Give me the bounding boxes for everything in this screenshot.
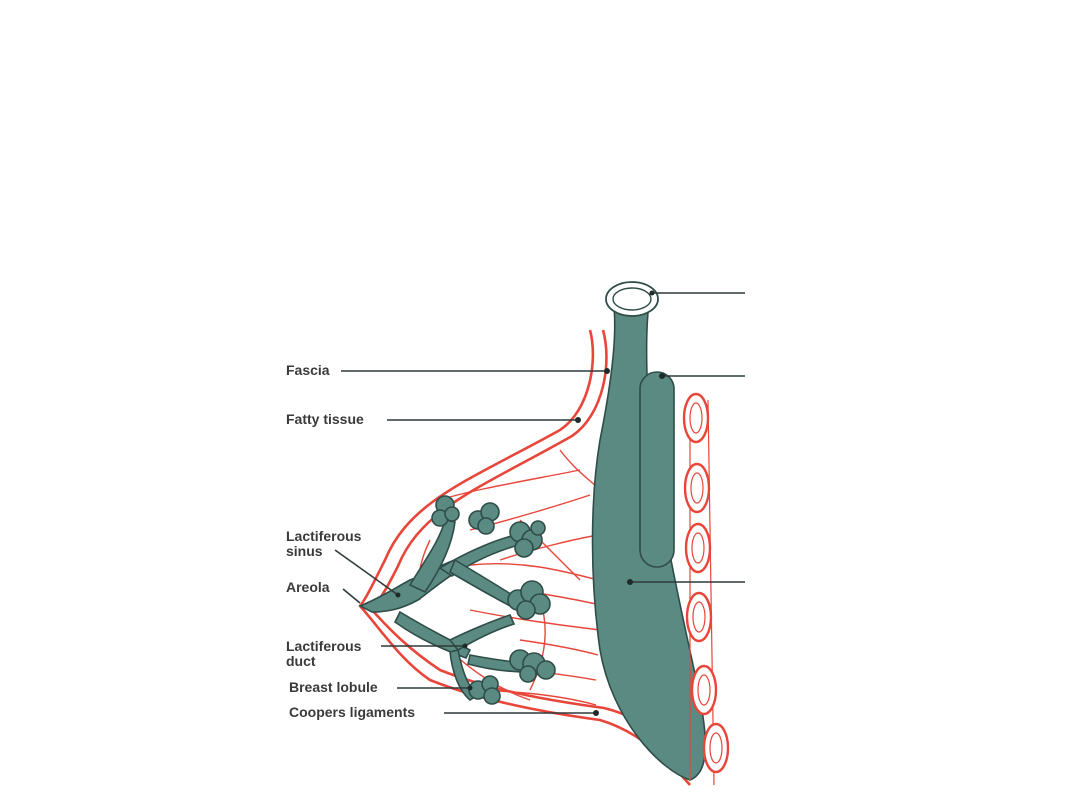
label-areola: Areola xyxy=(286,579,330,595)
label-lactiferous-sinus-line1: Lactiferous xyxy=(286,528,362,544)
lobule-lower-2 xyxy=(468,675,501,705)
lobule-upper-2 xyxy=(468,502,500,535)
lobule-middle xyxy=(507,580,551,620)
ribs-chain xyxy=(682,392,730,786)
label-breast-lobule: Breast lobule xyxy=(289,679,378,695)
mammary-gland xyxy=(358,495,556,705)
label-lactiferous-sinus-line2: sinus xyxy=(286,543,323,559)
pectoralis-minor-muscle xyxy=(639,371,675,568)
clavicle-cross-section xyxy=(605,281,659,317)
label-lactiferous-duct-line1: Lactiferous xyxy=(286,638,362,654)
lobule-upper-1 xyxy=(431,495,460,527)
leader-lines xyxy=(334,290,745,716)
lobule-lower-1 xyxy=(509,649,556,683)
label-lactiferous-duct-line2: duct xyxy=(286,653,316,669)
label-coopers-ligaments: Coopers ligaments xyxy=(289,704,415,720)
label-fascia: Fascia xyxy=(286,362,330,378)
lobule-upper-3 xyxy=(509,520,546,558)
label-fatty-tissue: Fatty tissue xyxy=(286,411,364,427)
